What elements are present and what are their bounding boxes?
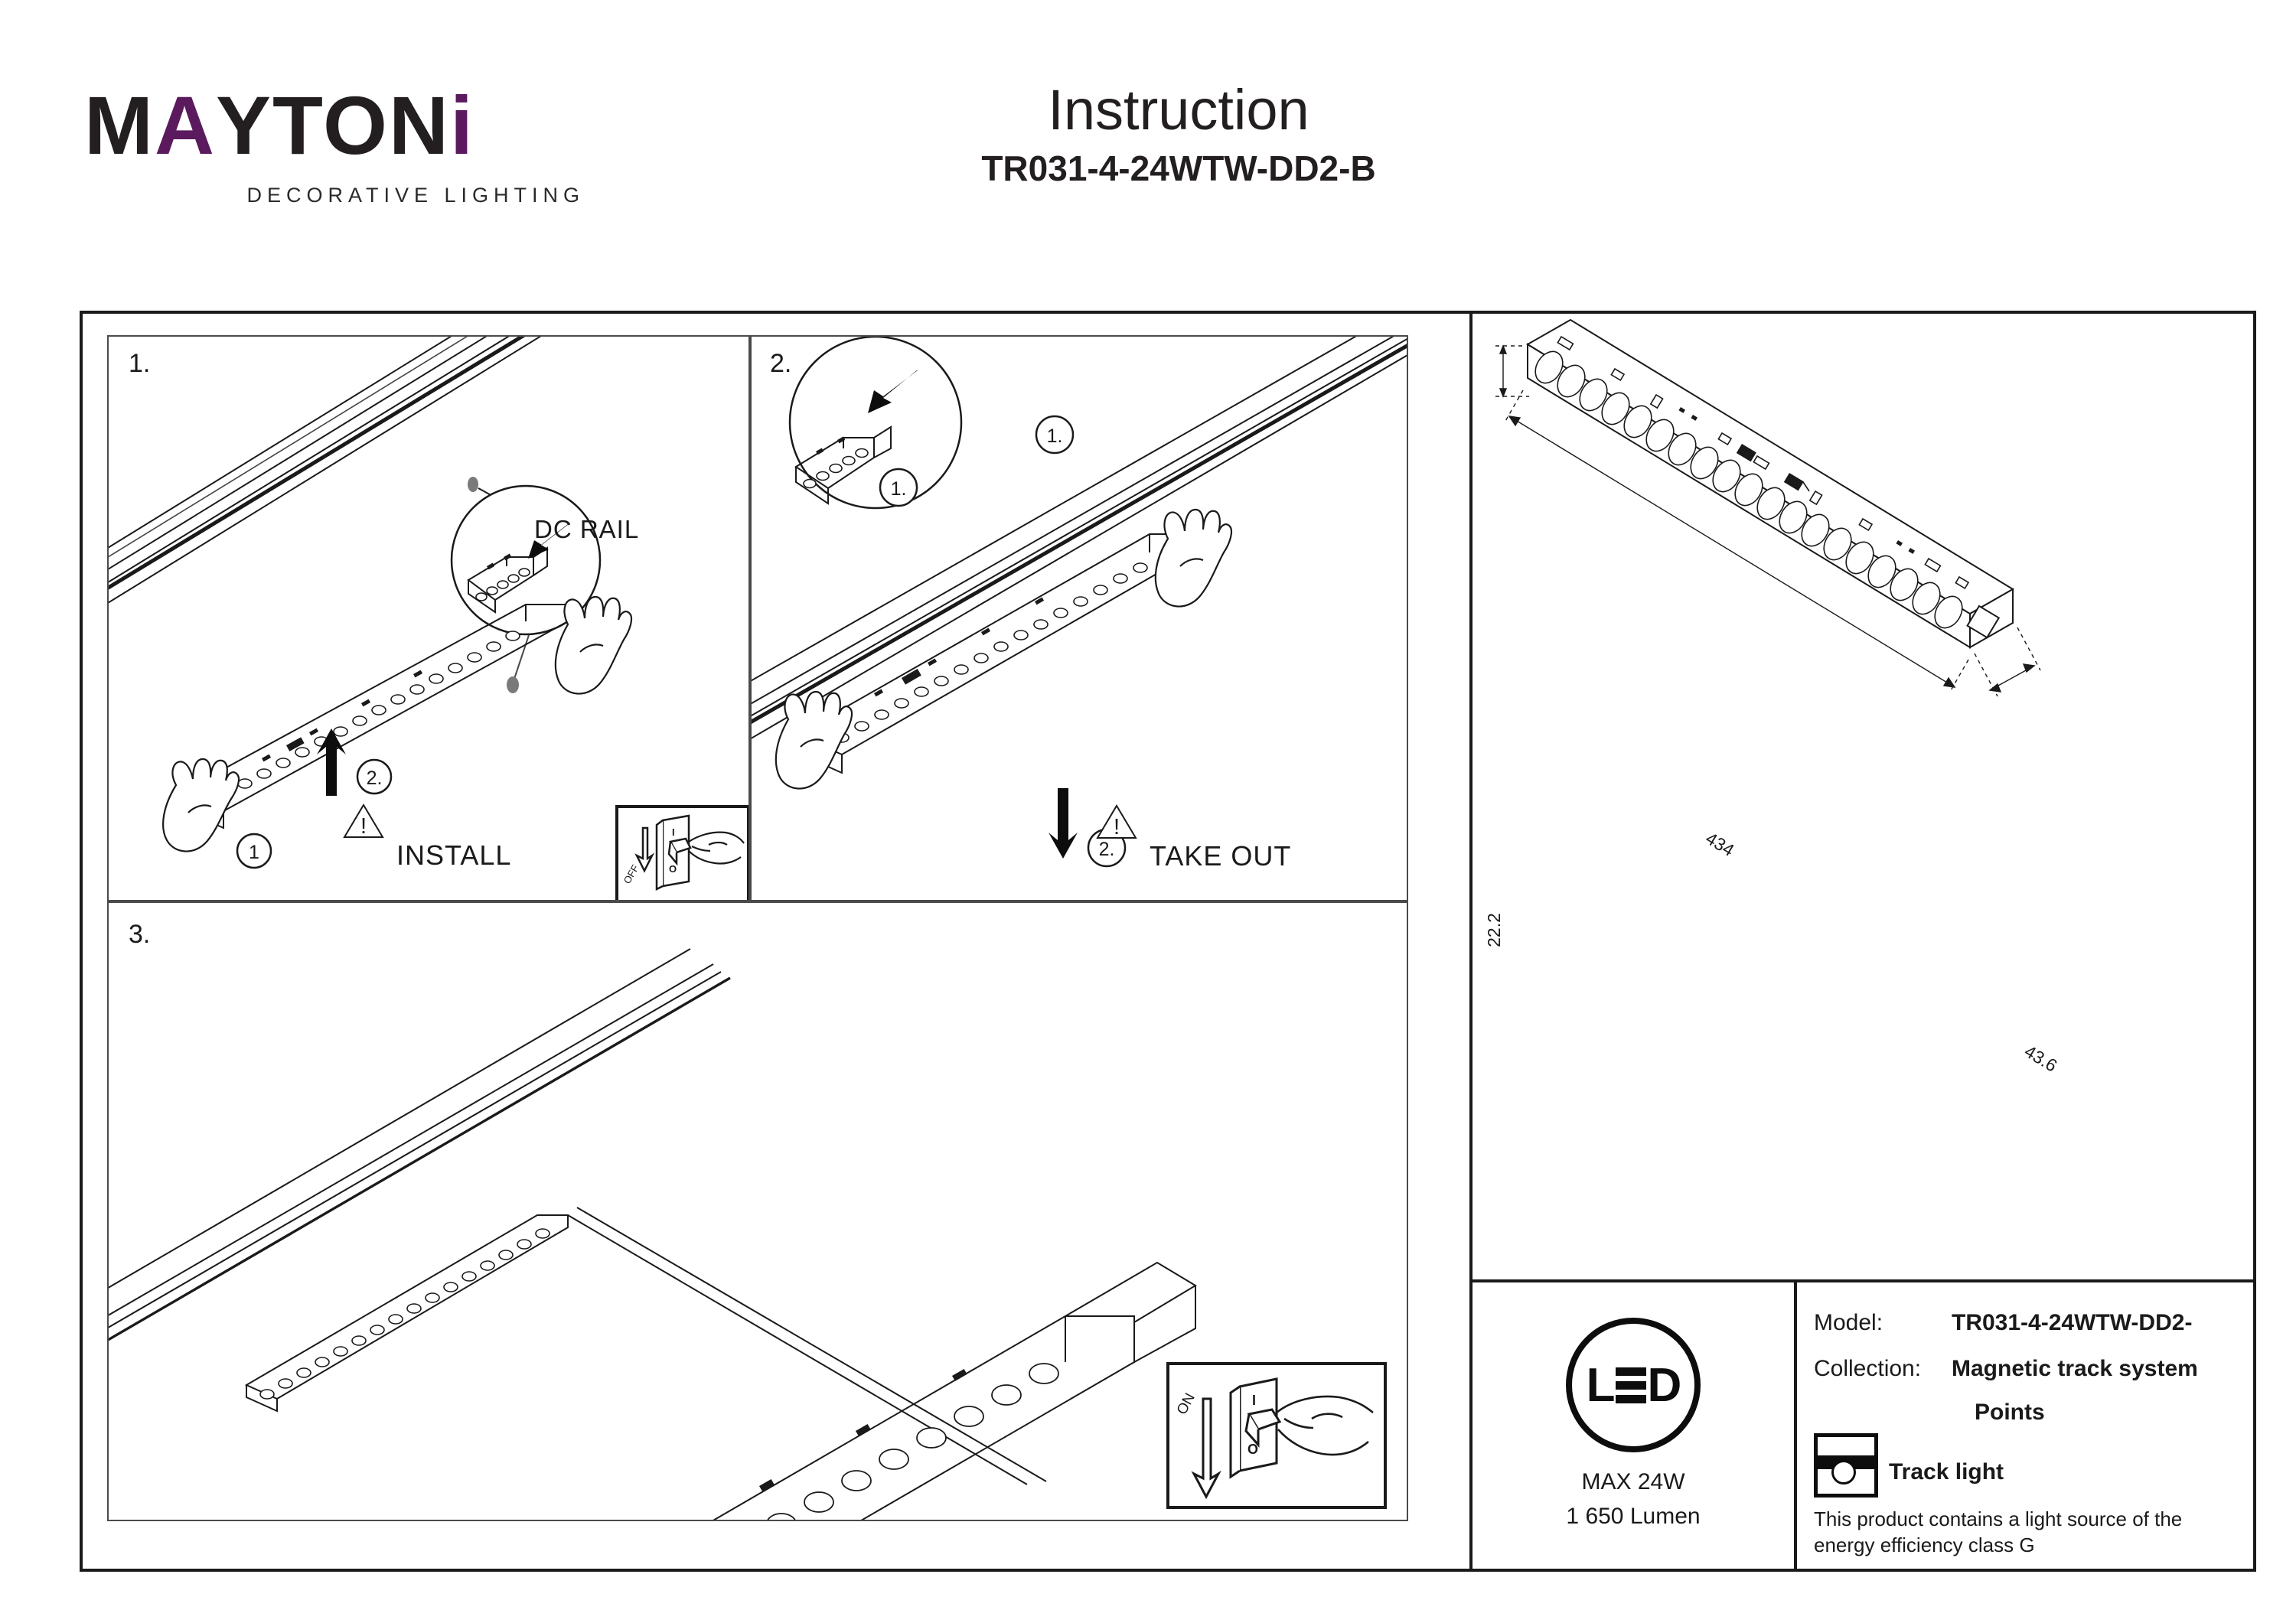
led-luminous-flux: 1 650 Lumen: [1566, 1504, 1701, 1529]
svg-text:2.: 2.: [367, 768, 383, 789]
wall-switch-on-icon: I O ON: [1166, 1362, 1387, 1509]
spec-label-model: Model:: [1814, 1310, 1883, 1335]
steps-column: 1.: [83, 314, 1473, 1569]
brand-tagline: DECORATIVE LIGHTING: [246, 184, 585, 207]
panels-row-top: 1.: [107, 335, 1408, 901]
dc-rail-label: DC RAIL: [534, 515, 640, 543]
svg-text:O: O: [1247, 1442, 1258, 1457]
energy-class-note: This product contains a light source of …: [1814, 1507, 2183, 1556]
dimension-height-label: 22.2: [1483, 913, 1504, 947]
spec-row-collection: Collection: Magnetic track system: [1814, 1354, 2230, 1383]
spec-label-collection: Collection:: [1814, 1355, 1922, 1381]
panel-takeout: 2.: [750, 335, 1408, 901]
warning-triangle-icon: !: [343, 803, 384, 873]
step-number-3: 3.: [129, 920, 151, 949]
svg-text:O: O: [669, 863, 677, 875]
spec-table: Model: TR031-4-24WTW-DD2- Collection: Ma…: [1797, 1282, 2253, 1569]
led-badge: L D MAX 24W 1 650 Lumen: [1473, 1282, 1797, 1569]
panel-takeout-artwork: 1.: [752, 337, 1407, 868]
panel-power-on: 3.: [107, 901, 1408, 1521]
product-column: 22.2 434 43.6 L D MAX 24W 1 650 Lumen Mo…: [1473, 314, 2253, 1569]
panel-install-artwork: 1 2.: [109, 337, 633, 869]
warning-triangle-icon: !: [1096, 804, 1137, 874]
install-label: INSTALL: [396, 839, 512, 871]
spec-value-collection-line2: Points: [1975, 1400, 2045, 1425]
spec-value-model: TR031-4-24WTW-DD2-: [1952, 1310, 2193, 1335]
spec-value-type: Track light: [1889, 1459, 2004, 1484]
spec-row-type: Track light: [1814, 1433, 2230, 1498]
svg-text:I: I: [672, 826, 675, 838]
ceiling-mount-icon: [1814, 1433, 1878, 1498]
wall-switch-off-icon: I O OFF: [615, 805, 748, 900]
svg-text:!: !: [360, 814, 367, 839]
svg-text:I: I: [1252, 1393, 1256, 1408]
wordmark-accent-a: A: [154, 79, 216, 171]
wordmark-m: M: [84, 79, 155, 171]
svg-text:1.: 1.: [891, 478, 907, 500]
product-drawing-area: 22.2 434 43.6: [1473, 314, 2253, 1282]
led-logo-text: L D: [1586, 1358, 1682, 1413]
spec-row-model: Model: TR031-4-24WTW-DD2-: [1814, 1309, 2230, 1338]
svg-text:ON: ON: [1174, 1390, 1199, 1417]
page-model-code: TR031-4-24WTW-DD2-B: [981, 148, 1376, 189]
title-block: Instruction TR031-4-24WTW-DD2-B: [903, 80, 1454, 189]
led-max-power: MAX 24W: [1581, 1469, 1685, 1494]
takeout-warning: ! TAKE OUT: [1096, 804, 1292, 874]
page-title: Instruction: [1048, 78, 1309, 142]
led-letter-e-bars-icon: [1615, 1367, 1646, 1403]
step-number-2: 2.: [770, 349, 792, 378]
panels-row-bottom: 3.: [107, 901, 1408, 1521]
led-letter-d: D: [1647, 1358, 1682, 1412]
svg-text:2.: 2.: [1099, 839, 1115, 860]
svg-text:1.: 1.: [1047, 425, 1063, 447]
svg-text:1: 1: [249, 842, 259, 863]
takeout-label: TAKE OUT: [1150, 840, 1292, 872]
step-number-1: 1.: [129, 349, 151, 378]
wordmark-yton: YTON: [215, 79, 451, 171]
panels-grid: 1.: [107, 335, 1408, 1550]
led-logo-circle: L D: [1566, 1318, 1701, 1452]
install-warning: ! INSTALL: [343, 803, 512, 873]
product-info-area: L D MAX 24W 1 650 Lumen Model: TR031-4-2…: [1473, 1282, 2253, 1569]
track-light-isometric-drawing: [1495, 318, 2041, 697]
svg-text:OFF: OFF: [621, 862, 641, 885]
panel-power-on-artwork: [109, 948, 1197, 1520]
svg-text:!: !: [1114, 815, 1120, 839]
led-letter-l: L: [1586, 1358, 1616, 1412]
panel-install: 1.: [107, 335, 750, 901]
spec-value-collection: Magnetic track system: [1952, 1355, 2198, 1381]
wordmark-i-dot: i: [450, 79, 475, 171]
instruction-frame: 1.: [80, 311, 2256, 1572]
